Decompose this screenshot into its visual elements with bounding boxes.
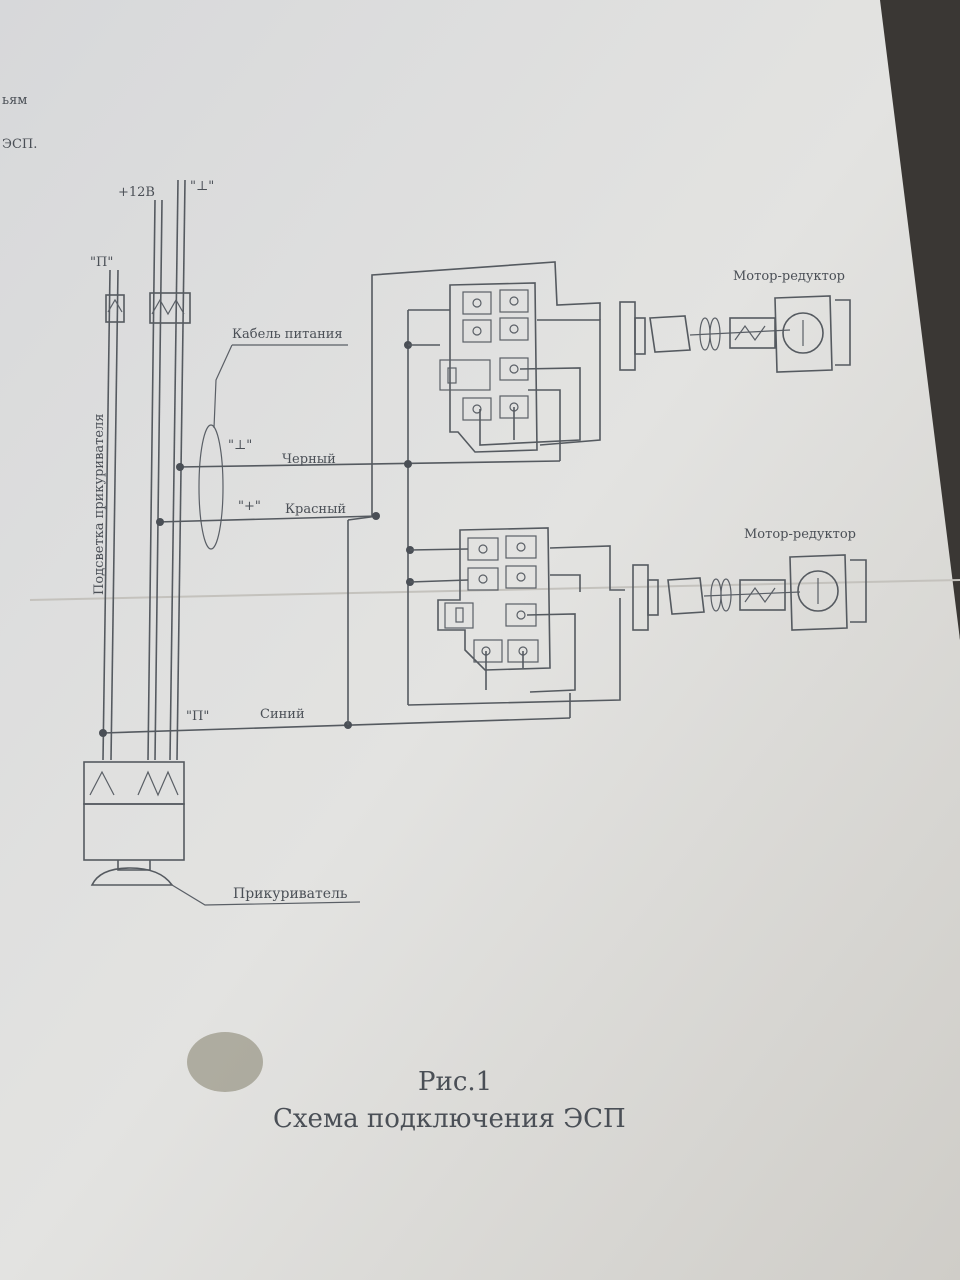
power-cable-leader	[213, 344, 233, 429]
label-ground-black: "⊥"	[228, 438, 252, 453]
label-blue: Синий	[260, 707, 305, 722]
lighter-leader	[171, 884, 361, 906]
stain	[187, 1032, 263, 1092]
label-p-blue: "П"	[186, 709, 209, 724]
label-lighter: Прикуриватель	[233, 886, 348, 902]
cigarette-lighter	[83, 761, 185, 886]
header-fragment-2: ЭСП.	[2, 137, 37, 152]
label-p-top: "П"	[90, 255, 113, 270]
label-plus-red: "+"	[238, 499, 261, 514]
node-2	[404, 460, 412, 468]
cable-bundle-ellipse	[198, 424, 224, 550]
figure-number: Рис.1	[418, 1067, 492, 1097]
node-red-left	[156, 518, 164, 526]
wire-red	[156, 515, 379, 523]
label-red: Красный	[285, 502, 346, 517]
node-blue-left	[99, 729, 107, 737]
switch-connector-lower	[407, 527, 625, 718]
node-red-right	[372, 512, 380, 520]
distribution-lines	[347, 261, 601, 725]
label-motor-lower: Мотор-редуктор	[744, 527, 856, 542]
figure-title: Схема подключения ЭСП	[273, 1104, 626, 1134]
top-connector-symbols	[105, 292, 191, 324]
dark-corner	[880, 0, 960, 640]
header-fragment-1: ьям	[2, 93, 27, 108]
label-ground-top: "⊥"	[190, 179, 214, 194]
wire-blue	[102, 717, 571, 734]
node-black-left	[176, 463, 184, 471]
label-power-cable: Кабель питания	[232, 327, 343, 342]
switch-connector-upper	[408, 282, 601, 461]
label-lighter-backlight: Подсветка прикуривателя	[92, 414, 107, 596]
label-motor-upper: Мотор-редуктор	[733, 269, 845, 284]
label-plus12v: +12В	[118, 185, 155, 200]
wire-black	[177, 460, 561, 468]
motor-reducer-upper	[619, 295, 851, 373]
motor-reducer-lower	[632, 554, 867, 631]
label-black: Черный	[282, 452, 336, 467]
